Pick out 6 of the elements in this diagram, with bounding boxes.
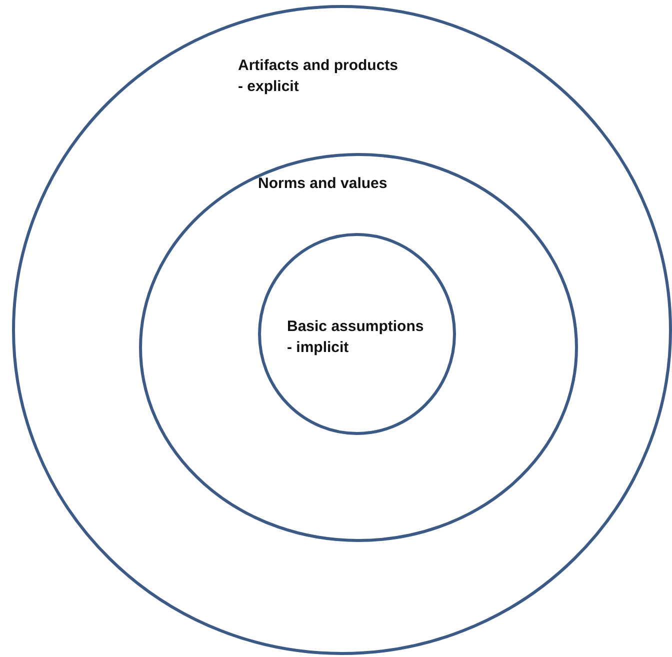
circle-layer	[258, 233, 456, 435]
layer-label: Basic assumptions - implicit	[287, 317, 425, 358]
circle-layer	[12, 5, 672, 655]
layer-label: Artifacts and products - explicit	[238, 56, 400, 97]
layer-label: Norms and values	[258, 174, 388, 194]
circle-layer	[139, 153, 578, 542]
